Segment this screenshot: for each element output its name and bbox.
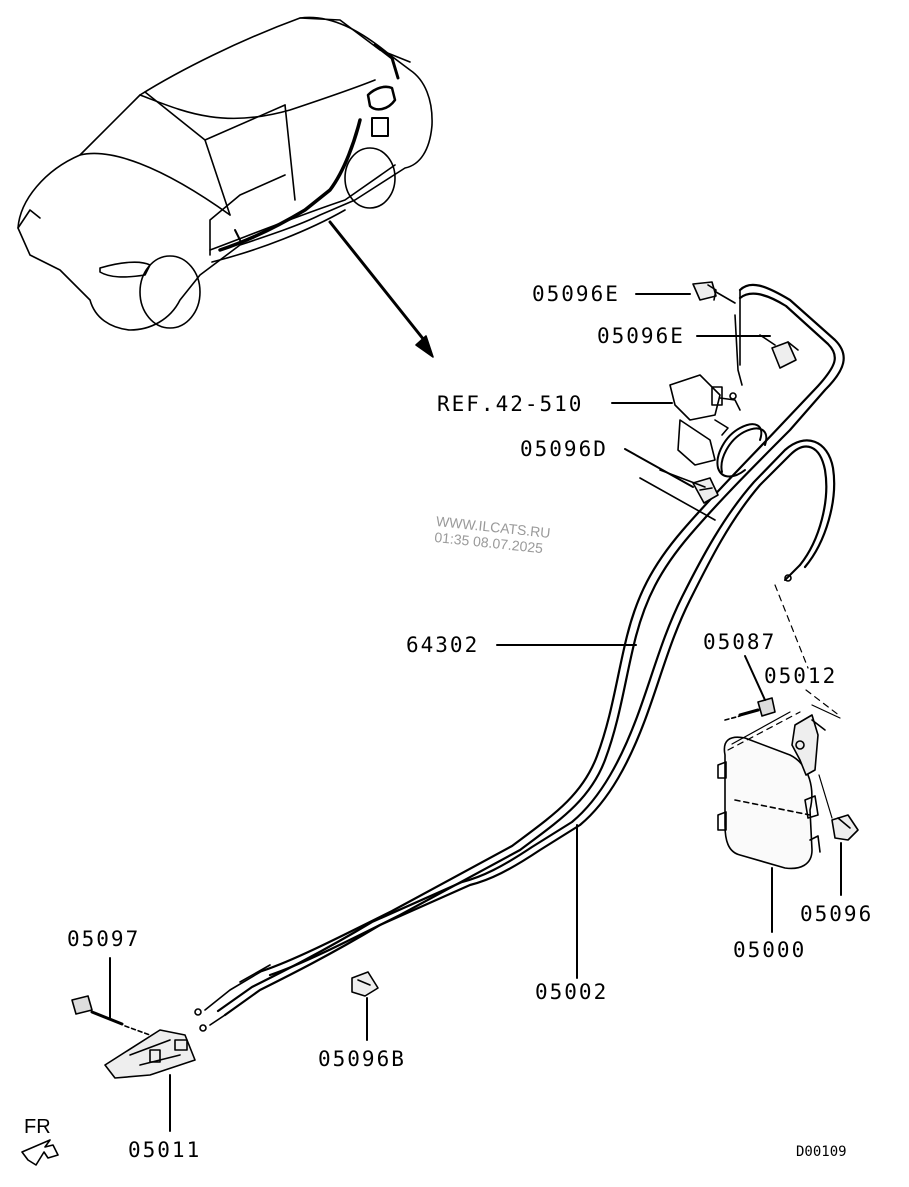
label-05096B: 05096B <box>318 1047 406 1071</box>
clip-05096E-lower <box>759 334 799 369</box>
label-05087: 05087 <box>703 630 777 654</box>
bolt-05087 <box>724 697 776 721</box>
fuel-lid-panel <box>717 736 821 870</box>
label-05000: 05000 <box>733 938 807 962</box>
cable-05002 <box>216 439 836 1017</box>
label-ref-42-510: REF.42-510 <box>437 392 584 416</box>
label-05002: 05002 <box>535 980 609 1004</box>
clip-05096E-upper <box>692 281 736 304</box>
assembly-lines-solid <box>731 704 841 819</box>
assembly-lines <box>727 584 841 751</box>
label-05096E-lower: 05096E <box>597 324 685 348</box>
label-64302: 64302 <box>406 633 480 657</box>
label-05096D: 05096D <box>520 437 608 461</box>
cable-ends-front <box>194 964 271 1032</box>
release-lever-05011 <box>104 1029 196 1079</box>
hinge-05012 <box>791 714 826 776</box>
drawing-code: D00109 <box>796 1144 847 1160</box>
label-05011: 05011 <box>128 1138 202 1162</box>
bolt-05097 <box>71 995 151 1036</box>
clip-05096 <box>831 814 859 841</box>
label-05012: 05012 <box>764 664 838 688</box>
label-05097: 05097 <box>67 927 141 951</box>
clip-05096D <box>639 469 719 521</box>
car-illustration <box>17 16 433 331</box>
fr-arrow-icon <box>21 1139 59 1166</box>
cable-64302 <box>260 283 845 977</box>
direction-arrow <box>328 220 434 358</box>
label-05096: 05096 <box>800 902 874 926</box>
fuel-lid-lock-actuator <box>669 374 741 466</box>
clip-05096B <box>351 971 379 997</box>
direction-label: FR <box>24 1116 51 1138</box>
label-05096E-upper: 05096E <box>532 282 620 306</box>
lock-actuator-loop <box>716 423 768 478</box>
leader-lines <box>109 293 842 1132</box>
cable-end-rear <box>784 564 801 582</box>
